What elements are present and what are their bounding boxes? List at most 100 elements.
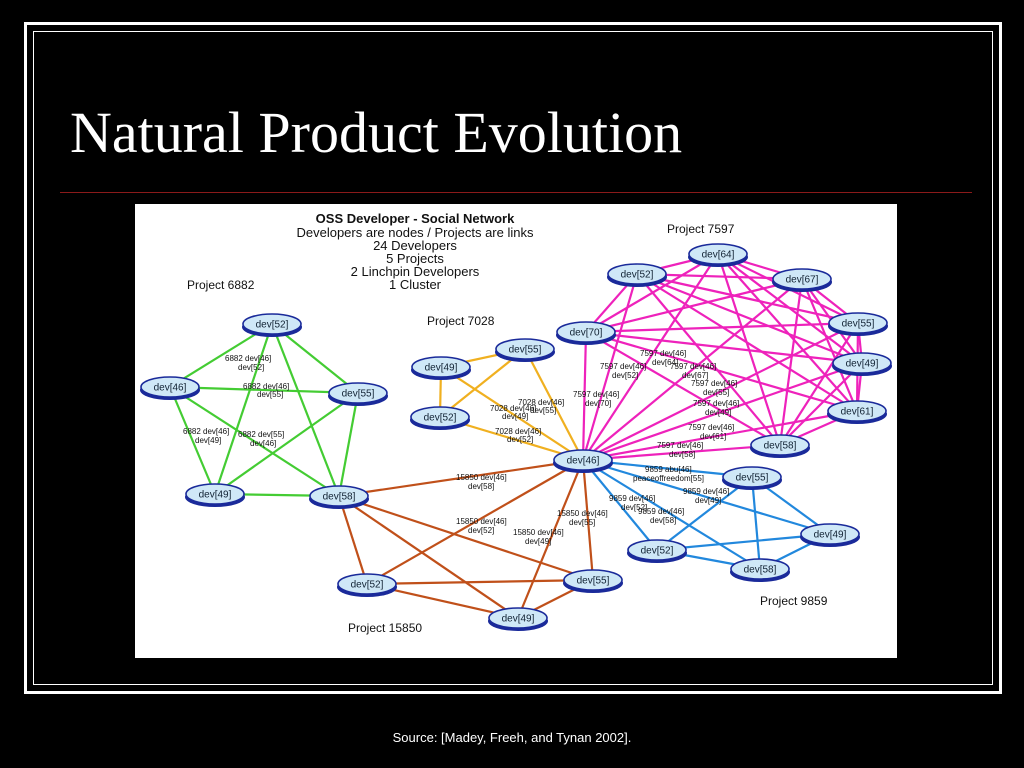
project-count: 5 Projects bbox=[386, 251, 444, 266]
edge-p15850-c46-d55 bbox=[581, 459, 595, 581]
developer-node-label: dev[58] bbox=[764, 441, 797, 452]
edge-p9859-c46-e58 bbox=[582, 459, 761, 570]
developer-node-a46: dev[46] bbox=[140, 376, 200, 400]
project-label-15850: Project 15850 bbox=[348, 621, 422, 635]
edge-p9859-e55-e52 bbox=[656, 476, 753, 551]
edge-p6882-a46-a58 bbox=[169, 386, 340, 497]
edge-p15850-a58-d55 bbox=[338, 494, 594, 582]
edge-p15850-a58-c46 bbox=[338, 458, 584, 498]
edge-p6882-a52-a58 bbox=[270, 323, 341, 497]
edge-p15850-c46-d52 bbox=[366, 459, 584, 585]
developer-node-a55: dev[55] bbox=[328, 382, 388, 406]
developer-node-label: dev[55] bbox=[577, 576, 610, 587]
edge-p7597-c58-c46 bbox=[582, 443, 781, 462]
edge-p6882-a55-a58 bbox=[337, 392, 360, 497]
slide-outer-border bbox=[24, 22, 1002, 694]
developer-node-label: dev[52] bbox=[256, 320, 289, 331]
edge-label: 15850 dev[46] bbox=[456, 473, 507, 482]
developer-node-a58: dev[58] bbox=[309, 485, 369, 509]
edge-label: dev[49] bbox=[695, 496, 721, 505]
edge-label: dev[55] bbox=[257, 390, 283, 399]
developer-node-c58: dev[58] bbox=[750, 434, 810, 458]
developer-node-a49: dev[49] bbox=[185, 483, 245, 507]
edge-label: 9859 abu[46] bbox=[645, 465, 692, 474]
edge-label: 6882 dev[46] bbox=[243, 382, 289, 391]
edge-label: 7597 dev[46] bbox=[691, 379, 737, 388]
edge-p7597-c64-c46 bbox=[582, 253, 719, 461]
edge-label: dev[61] bbox=[700, 432, 726, 441]
developer-node-a52: dev[52] bbox=[242, 313, 302, 337]
cluster-count: 1 Cluster bbox=[389, 277, 442, 292]
edge-p7597-c61-c46 bbox=[582, 409, 858, 462]
edge-label: 9859 dev[46] bbox=[609, 494, 655, 503]
project-label-9859: Project 9859 bbox=[760, 594, 828, 608]
edge-label: 7028 dev[46] bbox=[490, 404, 536, 413]
developer-node-d52: dev[52] bbox=[337, 573, 397, 597]
developer-node-e52: dev[52] bbox=[627, 539, 687, 563]
edge-label: dev[58] bbox=[650, 516, 676, 525]
edge-label: 6882 dev[46] bbox=[225, 354, 271, 363]
developer-node-c67: dev[67] bbox=[772, 268, 832, 292]
edge-label: dev[52] bbox=[468, 526, 494, 535]
developer-node-label: dev[55] bbox=[736, 473, 769, 484]
developer-node-e58: dev[58] bbox=[730, 558, 790, 582]
developer-node-e55: dev[55] bbox=[722, 466, 782, 490]
source-citation: Source: [Madey, Freeh, and Tynan 2002]. bbox=[392, 730, 632, 745]
developer-node-label: dev[61] bbox=[841, 407, 874, 418]
developer-count: 24 Developers bbox=[373, 238, 457, 253]
developer-node-c55: dev[55] bbox=[828, 312, 888, 336]
edge-p7597-c70-c46 bbox=[581, 331, 588, 461]
edge-p7597-c52-c58 bbox=[636, 273, 781, 446]
developer-node-label: dev[55] bbox=[842, 319, 875, 330]
developer-node-label: dev[52] bbox=[424, 413, 457, 424]
developer-node-label: dev[58] bbox=[323, 492, 356, 503]
edge-label: 9859 dev[46] bbox=[683, 487, 729, 496]
developer-node-label: dev[49] bbox=[814, 530, 847, 541]
edge-p7597-c70-c58 bbox=[585, 331, 781, 446]
edge-p7597-c70-c49 bbox=[585, 330, 863, 365]
developer-node-d49: dev[49] bbox=[488, 607, 548, 631]
edge-p7597-c55-c58 bbox=[779, 322, 859, 446]
developer-node-label: dev[52] bbox=[621, 270, 654, 281]
edge-label: dev[52] bbox=[238, 363, 264, 372]
developer-node-c61: dev[61] bbox=[827, 400, 887, 424]
edge-label: 7597 dev[46] bbox=[670, 362, 716, 371]
edge-label: dev[58] bbox=[468, 482, 494, 491]
edge-p7028-b49-c46 bbox=[440, 366, 584, 461]
edge-p7597-c67-c58 bbox=[778, 278, 804, 446]
edge-p7597-c64-c58 bbox=[716, 253, 782, 446]
developer-node-label: dev[46] bbox=[154, 383, 187, 394]
edge-p6882-a52-a49 bbox=[213, 323, 274, 495]
edge-label: dev[55] bbox=[530, 406, 556, 415]
edge-p15850-c46-d49 bbox=[516, 459, 585, 619]
edge-p7597-c67-c61 bbox=[800, 278, 859, 412]
social-network-diagram: 6882 dev[46]dev[52]6882 dev[46]dev[55]68… bbox=[135, 204, 897, 658]
developer-node-b55: dev[55] bbox=[495, 338, 555, 362]
edge-p15850-a58-d49 bbox=[338, 495, 519, 619]
edge-label: 7597 dev[46] bbox=[688, 423, 734, 432]
edge-label: dev[46] bbox=[250, 439, 276, 448]
title-divider bbox=[60, 192, 972, 193]
diagram-heading: OSS Developer - Social Network bbox=[316, 211, 515, 226]
slide-inner-border bbox=[33, 31, 993, 685]
developer-node-label: dev[67] bbox=[786, 275, 819, 286]
edge-label: dev[49] bbox=[502, 412, 528, 421]
developer-node-d55: dev[55] bbox=[563, 569, 623, 593]
developer-node-b52: dev[52] bbox=[410, 406, 470, 430]
edge-p7597-c67-c46 bbox=[582, 278, 803, 461]
edge-p9859-e55-e58 bbox=[750, 476, 762, 570]
edge-label: 15850 dev[46] bbox=[513, 528, 564, 537]
edge-label: dev[67] bbox=[682, 371, 708, 380]
edge-label: dev[58] bbox=[669, 450, 695, 459]
edge-labels-layer: 6882 dev[46]dev[52]6882 dev[46]dev[55]68… bbox=[183, 349, 739, 546]
edge-label: dev[52] bbox=[507, 435, 533, 444]
project-label-7597: Project 7597 bbox=[667, 222, 735, 236]
edge-label: dev[55] bbox=[703, 388, 729, 397]
edge-p7597-c64-c61 bbox=[717, 253, 858, 412]
edge-label: 7597 dev[46] bbox=[640, 349, 686, 358]
slide-title: Natural Product Evolution bbox=[70, 100, 683, 165]
developer-node-c46: dev[46] bbox=[553, 449, 613, 473]
edge-label: dev[70] bbox=[585, 399, 611, 408]
edge-label: dev[49] bbox=[525, 537, 551, 546]
diagram-subheading: Developers are nodes / Projects are link… bbox=[296, 225, 534, 240]
